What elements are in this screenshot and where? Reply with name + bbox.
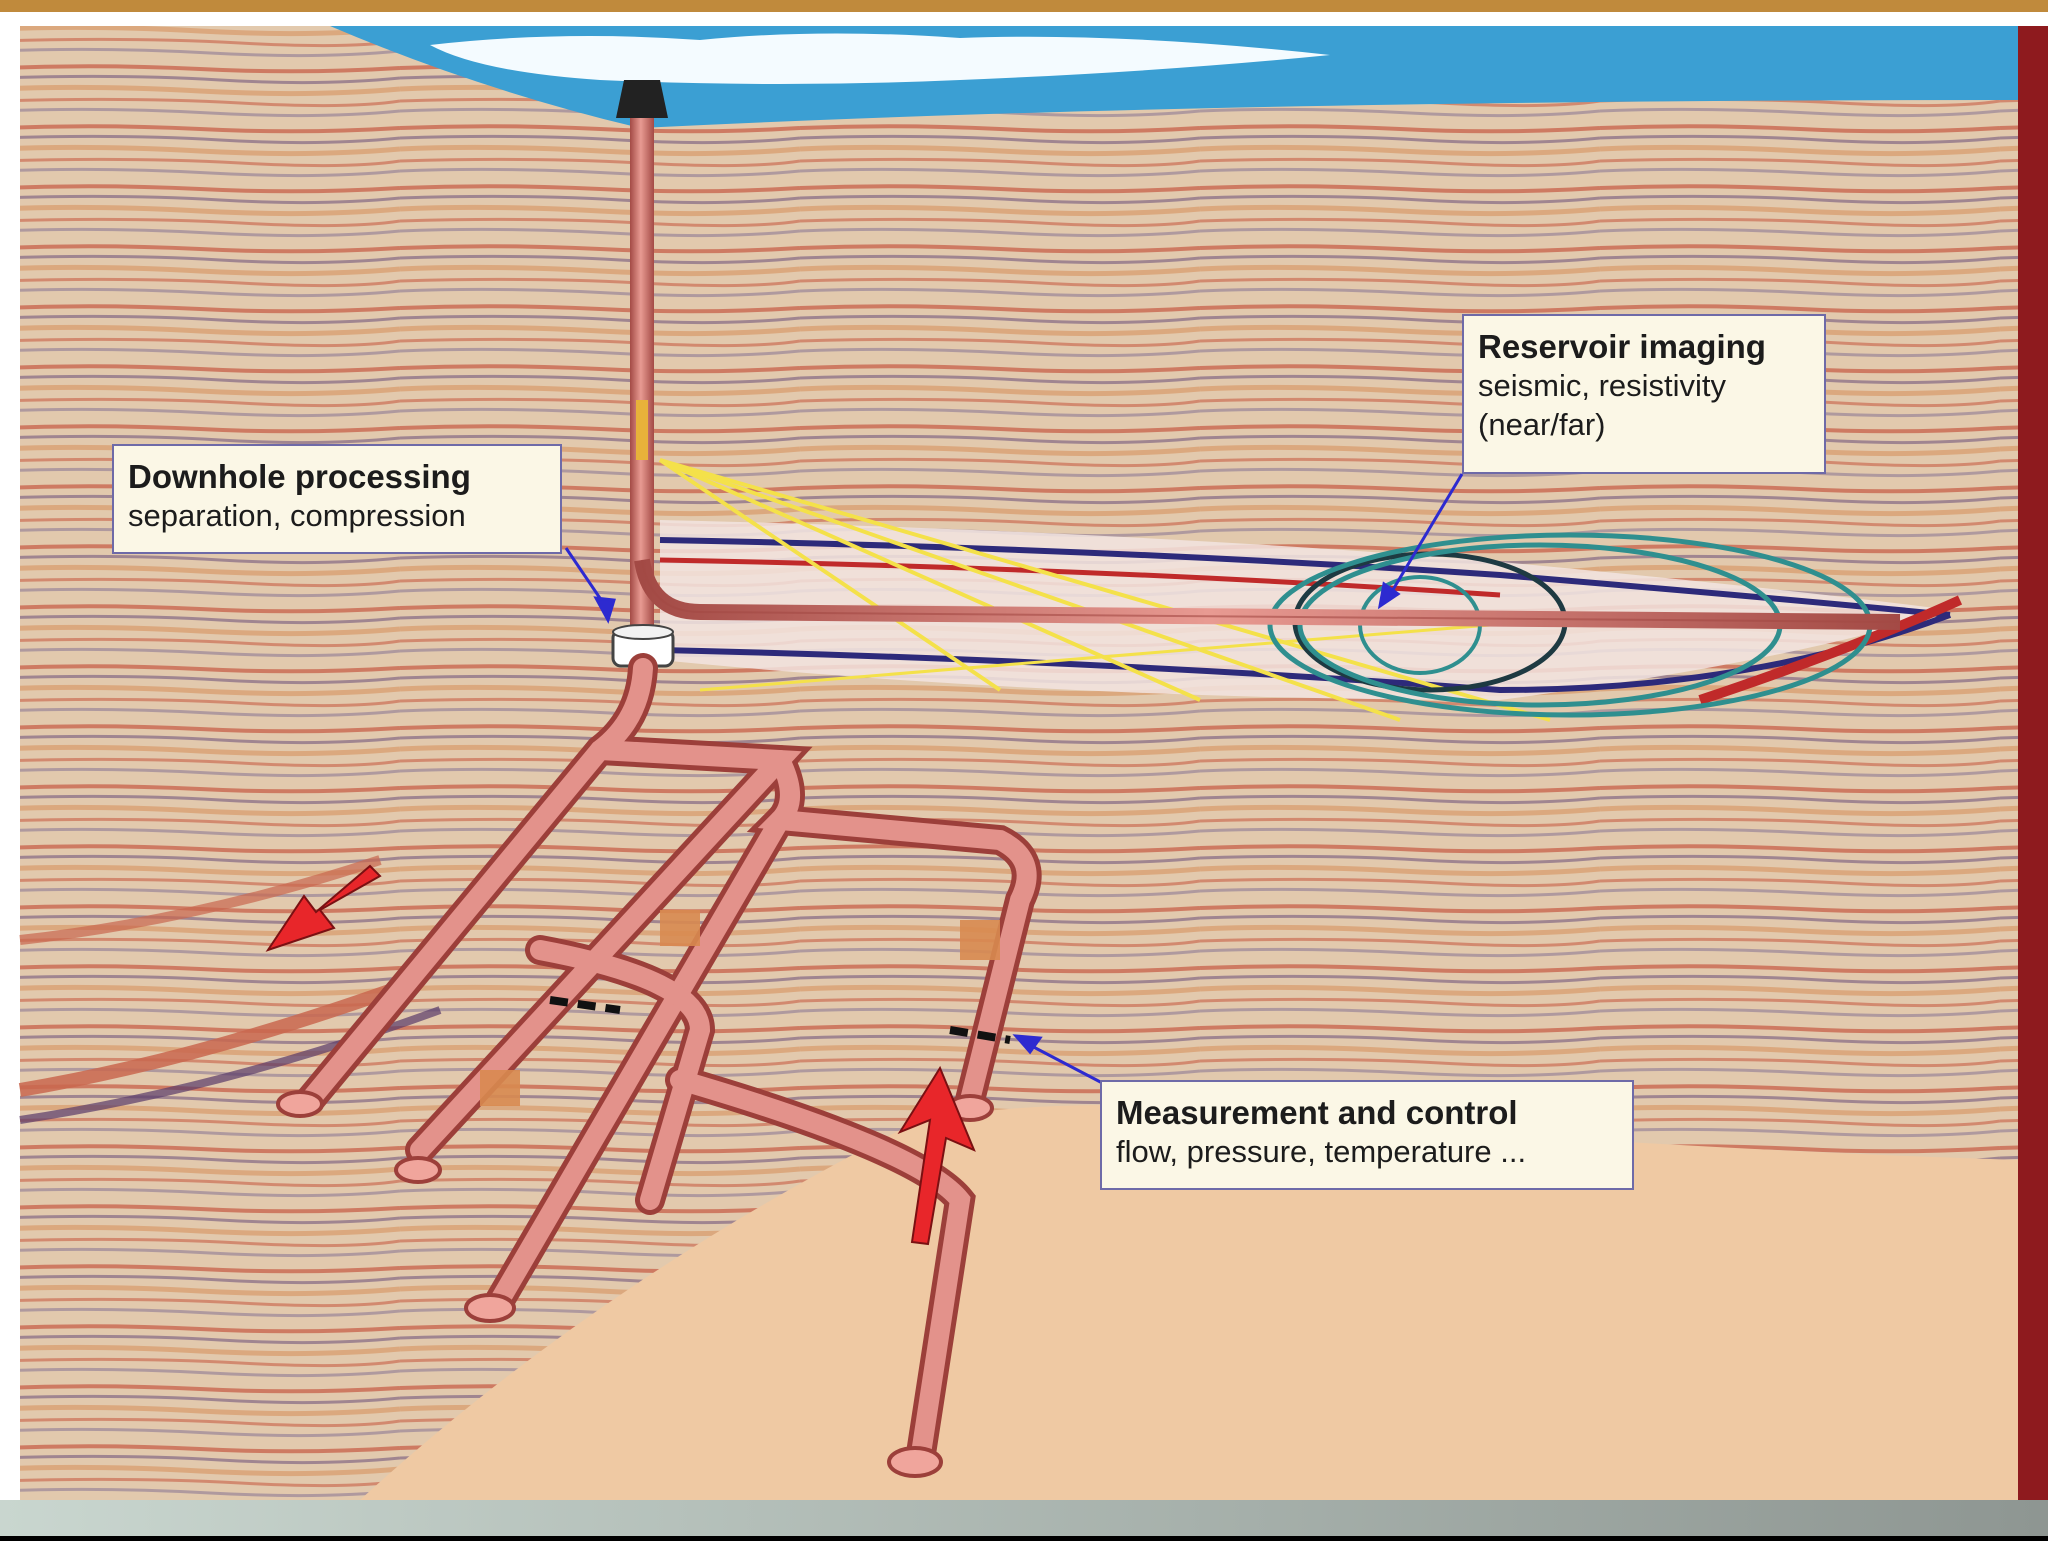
flow-arrows — [265, 864, 976, 1246]
seismic-source — [636, 400, 648, 460]
right-frame-bar — [2018, 26, 2048, 1506]
wellhead — [616, 80, 668, 118]
callout-text: (near/far) — [1478, 407, 1606, 442]
callout-leaders — [564, 473, 1464, 1088]
callout-title: Reservoir imaging — [1478, 328, 1766, 365]
callout-text: separation, compression — [128, 498, 466, 534]
sand-foreground — [360, 1105, 2018, 1500]
reservoir-stripe — [1698, 595, 1963, 705]
wellbore — [616, 80, 668, 630]
cloud — [430, 33, 1330, 84]
flow-arrow-left — [265, 864, 382, 952]
strata-band — [18, 973, 423, 1097]
flow-arrow-up — [897, 1065, 976, 1246]
seismic-rays — [658, 458, 1551, 722]
callout-title: Measurement and control — [1116, 1094, 1518, 1131]
callout-title: Downhole processing — [128, 458, 471, 495]
callout-text: seismic, resistivity — [1478, 368, 1727, 404]
callout-reservoir-imaging: Reservoir imaging seismic, resistivity (… — [1462, 314, 1826, 474]
multilateral-pipes — [295, 653, 1042, 1475]
callout-downhole-processing: Downhole processing separation, compress… — [112, 444, 562, 554]
callout-text: flow, pressure, temperature ... — [1116, 1134, 1527, 1170]
downhole-separator — [611, 624, 675, 668]
callout-measurement-control: Measurement and control flow, pressure, … — [1100, 1080, 1634, 1190]
top-edge — [0, 0, 2048, 12]
bottom-bar — [0, 1500, 2048, 1536]
strata-band — [19, 855, 382, 945]
reservoir-bottom — [659, 612, 1952, 694]
flow-control-valves — [480, 910, 1011, 1106]
